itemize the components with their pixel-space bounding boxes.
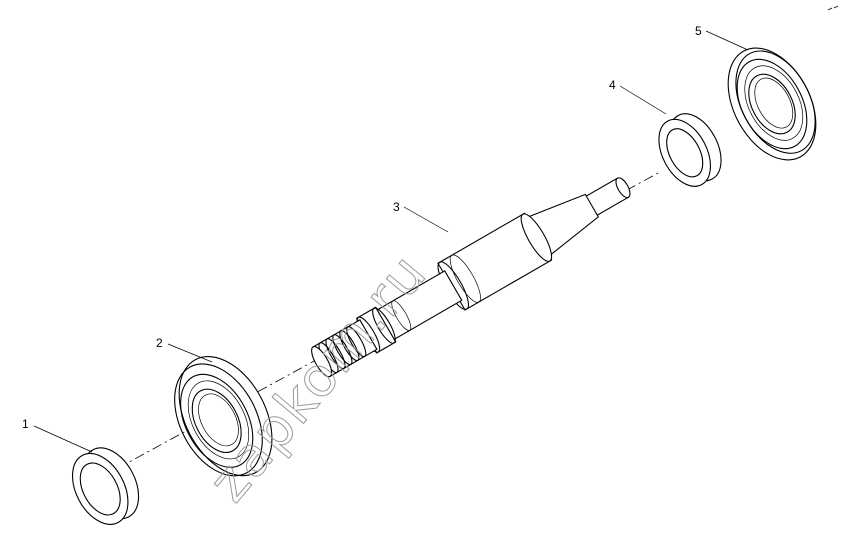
- callout-1-label: 1: [22, 417, 29, 431]
- leader-line-3: [403, 206, 449, 233]
- leader-line-1: [33, 425, 93, 453]
- part-1-ring: [71, 447, 140, 525]
- callout-4-label: 4: [609, 78, 616, 92]
- part-4-ring: [658, 113, 722, 187]
- part-2-bearing: [174, 356, 273, 477]
- callout-3-label: 3: [393, 200, 400, 214]
- callout-2-label: 2: [156, 336, 163, 350]
- leader-line-5: [705, 30, 749, 51]
- corner-mark: [827, 5, 839, 11]
- part-5-bearing: [727, 47, 817, 161]
- leader-line-4: [619, 85, 667, 115]
- leader-line-2: [167, 343, 213, 363]
- part-3-shaft: [311, 177, 631, 378]
- callout-5-label: 5: [695, 24, 702, 38]
